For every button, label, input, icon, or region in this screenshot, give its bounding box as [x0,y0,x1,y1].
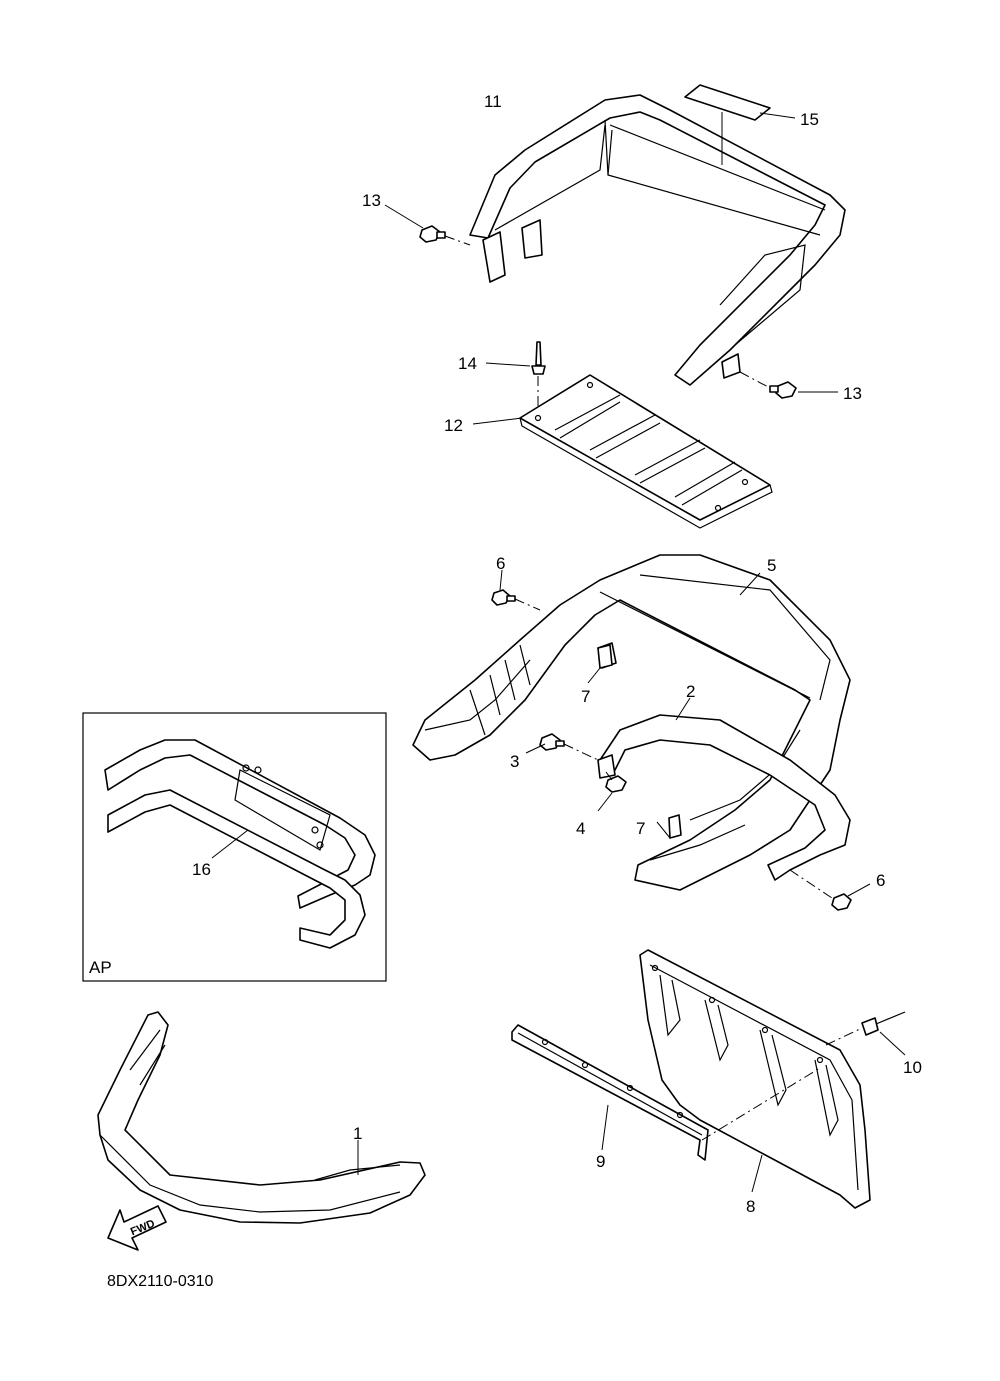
fwd-arrow-icon: FWD [107,1205,167,1251]
callout-9: 9 [596,1152,605,1171]
front-bumper-part-1 [97,1011,426,1224]
clip-part-7-b [668,814,682,839]
callout-13-a: 13 [362,191,381,210]
leader-12 [472,417,523,425]
leader-5 [739,572,761,596]
leader-7a [587,667,601,684]
drawing-code: 8DX2110-0310 [107,1273,214,1290]
bolt-part-13-a [419,225,471,246]
callout-8: 8 [746,1197,755,1216]
plate-part-12 [519,374,773,529]
leader-2 [675,697,691,721]
inset-label-ap: AP [89,958,112,977]
callout-3: 3 [510,752,519,771]
leader-3 [525,743,546,754]
pin-part-14 [531,341,546,410]
callout-10: 10 [903,1058,922,1077]
inset-ap-box [82,712,387,982]
callout-13-b: 13 [843,384,862,403]
callout-12: 12 [444,416,463,435]
rear-rack-part-11 [469,94,846,386]
callout-5: 5 [767,556,776,575]
callout-11: 11 [484,92,502,111]
callout-1: 1 [353,1124,362,1143]
strip-part-9 [511,1024,709,1161]
leader-10 [879,1031,906,1056]
callout-7-b: 7 [636,819,645,838]
bolt-part-3 [539,733,599,761]
leader-6b [847,883,871,897]
leader-7b [656,821,671,839]
callout-6-a: 6 [496,554,505,573]
clip-part-7-a [597,644,613,669]
bolt-part-6-a [491,589,541,611]
leader-6a [499,569,503,591]
leader-15 [759,112,796,119]
label-part-15 [684,84,771,121]
callout-15: 15 [800,110,819,129]
leader-13a [384,204,424,229]
leader-16 [211,829,249,859]
bolt-part-13-b [739,371,797,399]
callout-2: 2 [686,682,695,701]
callout-4: 4 [576,819,585,838]
leader-9 [601,1104,609,1151]
leader-14 [485,362,531,367]
mudflap-part-8 [639,949,871,1209]
rivet-part-10 [825,1011,906,1046]
callout-6-b: 6 [876,871,885,890]
support-bar-part-2 [597,714,851,881]
bolt-part-6-b [789,869,852,911]
carrier-part-5 [412,554,851,891]
nut-part-4 [605,771,627,793]
callout-7-a: 7 [581,687,590,706]
leader-4 [597,792,613,812]
leader-8 [751,1154,763,1193]
callout-16: 16 [192,860,211,879]
callout-14: 14 [458,354,477,373]
